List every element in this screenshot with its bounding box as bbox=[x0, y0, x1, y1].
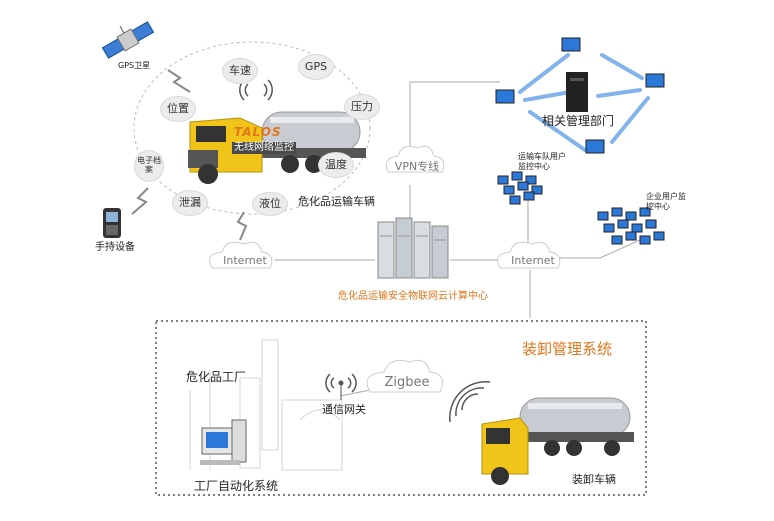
factory-label: 危化品工厂 bbox=[186, 370, 247, 384]
dept-label: 相关管理部门 bbox=[542, 114, 615, 128]
dept-pc-bottom bbox=[585, 139, 605, 154]
bubble-speed: 车速 bbox=[222, 58, 258, 84]
handheld-icon bbox=[103, 208, 121, 238]
gateway-antenna-icon bbox=[338, 380, 344, 400]
bubble-leakage: 泄漏 bbox=[172, 190, 208, 216]
enterprise-pcs-icon bbox=[597, 207, 665, 245]
internet-cloud-right: Internet bbox=[511, 254, 555, 267]
unload-vehicle-label: 装卸车辆 bbox=[572, 473, 616, 486]
vehicle-caption: 危化品运输车辆 bbox=[298, 195, 375, 208]
fleet-label: 运输车队用户监控中心 bbox=[518, 152, 566, 171]
bubble-position: 位置 bbox=[160, 96, 196, 122]
unload-truck-icon bbox=[481, 397, 634, 485]
dept-pc-top bbox=[561, 37, 581, 52]
satellite-icon bbox=[101, 21, 155, 59]
factory-illustration bbox=[189, 339, 343, 471]
bolt-handheld bbox=[131, 187, 149, 215]
dept-pc-right bbox=[645, 73, 665, 88]
factory-pc-icon bbox=[200, 419, 247, 465]
automation-label: 工厂自动化系统 bbox=[194, 479, 279, 493]
vehicle-ellipse bbox=[133, 41, 371, 215]
talos-logo: TALOS bbox=[234, 125, 282, 139]
bubble-pressure: 压力 bbox=[344, 94, 380, 120]
cloud-zigbee-shape bbox=[366, 359, 443, 393]
line-inet-enterprise bbox=[555, 239, 641, 259]
vehicle-subtitle: 无线网络监控 bbox=[232, 142, 296, 154]
handheld-label: 手持设备 bbox=[95, 242, 135, 253]
enterprise-label: 企业用户监控中心 bbox=[646, 192, 686, 211]
loading-title: 装卸管理系统 bbox=[522, 340, 613, 358]
cloud-inet-right-shape bbox=[497, 241, 561, 269]
internet-cloud-left: Internet bbox=[223, 254, 267, 267]
zigbee-cloud: Zigbee bbox=[384, 375, 430, 390]
dept-pc-left bbox=[495, 89, 515, 104]
cloud-inet-left-shape bbox=[209, 241, 273, 269]
bolt-internet bbox=[236, 211, 248, 241]
loading-frame bbox=[155, 320, 647, 496]
dept-server-icon bbox=[566, 72, 588, 112]
bubble-level: 液位 bbox=[252, 192, 288, 216]
bolt-gps bbox=[167, 69, 191, 93]
bubble-e-record: 电子档案 bbox=[134, 150, 164, 182]
cloud-vpn-shape bbox=[385, 145, 445, 173]
line-vpn-dept bbox=[409, 81, 500, 160]
datacenter-icon bbox=[377, 217, 449, 279]
fleet-pcs-icon bbox=[497, 171, 543, 205]
gateway-label: 通信网关 bbox=[322, 403, 366, 416]
gps-label: GPS卫星 bbox=[118, 61, 151, 70]
datacenter-label: 危化品运输安全物联网云计算中心 bbox=[338, 291, 488, 302]
vpn-cloud: VPN专线 bbox=[394, 160, 440, 173]
bubble-gps: GPS bbox=[298, 54, 334, 80]
bubble-temperature: 温度 bbox=[318, 152, 354, 178]
